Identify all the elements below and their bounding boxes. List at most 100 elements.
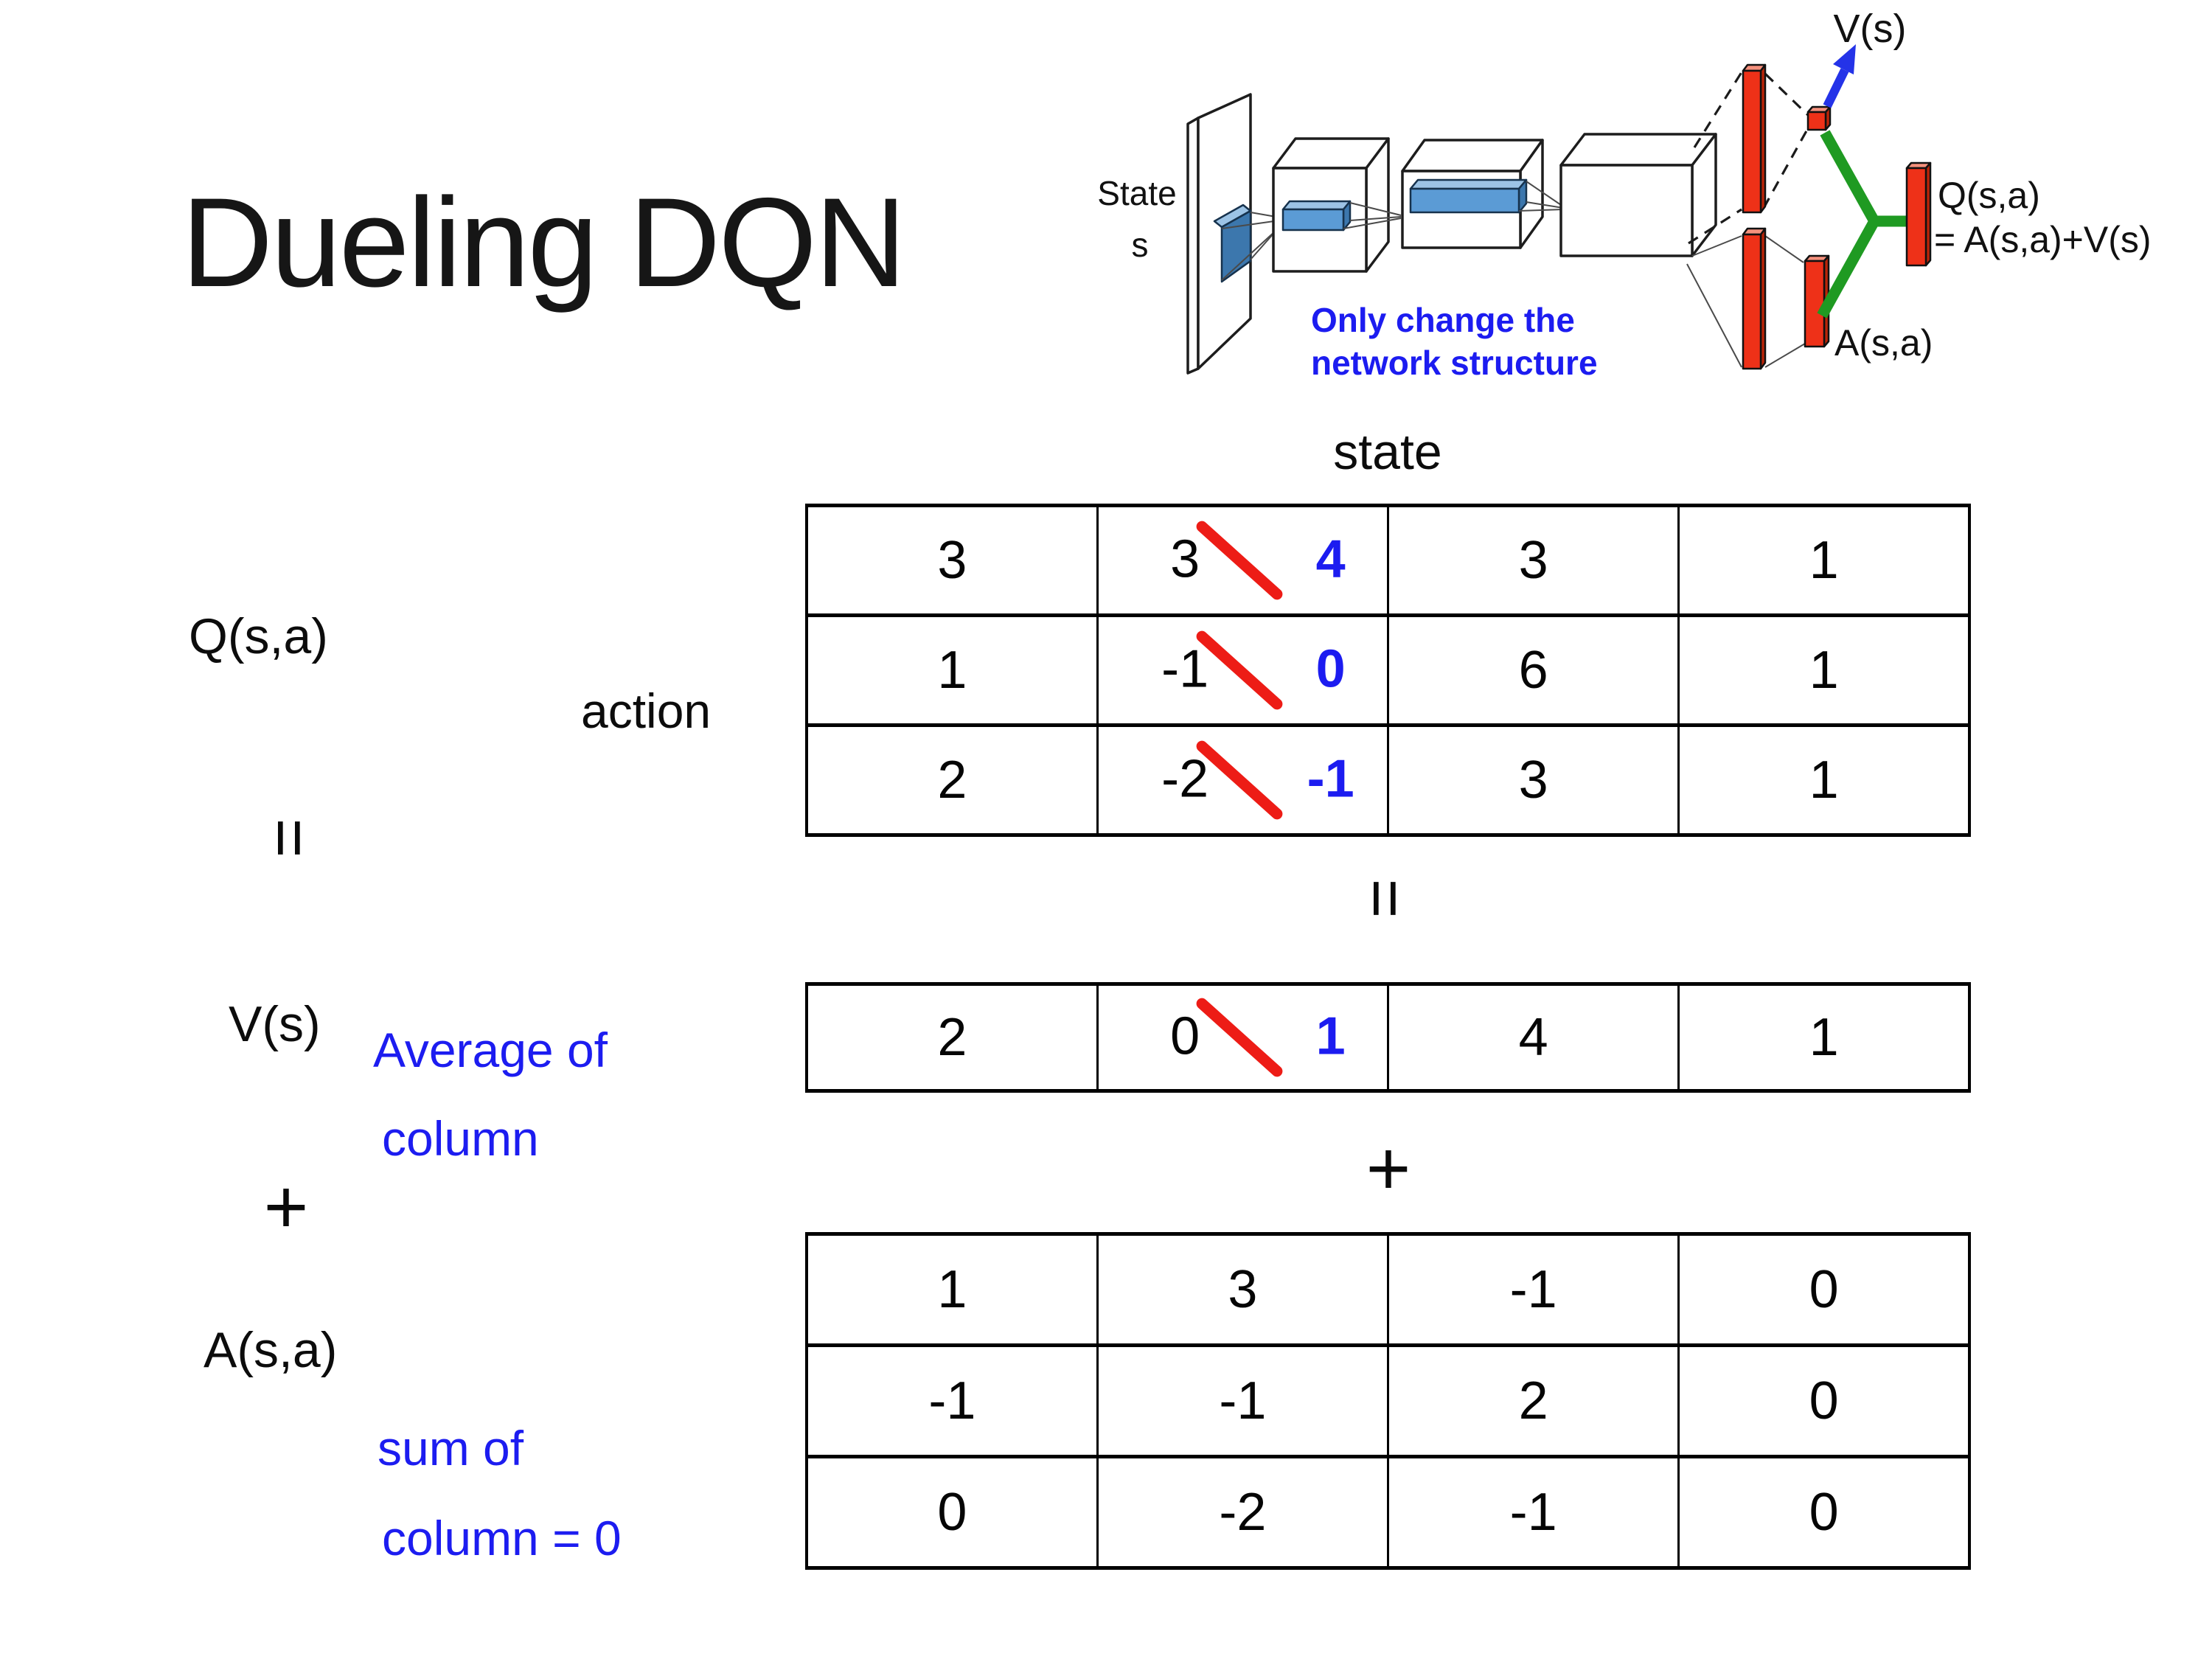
merge-y-connector <box>1817 130 1907 319</box>
crossed-cell: 0 1 <box>1099 986 1387 1089</box>
v-output-label: V(s) <box>1834 7 1907 51</box>
cell-value: 2 <box>937 751 967 810</box>
state-input-label-line2: s <box>1132 226 1149 264</box>
v-cell-c3: 1 <box>1677 982 1971 1093</box>
v-cell-c2: 4 <box>1386 982 1680 1093</box>
input-plane <box>1186 93 1252 375</box>
input-plane-edge <box>1186 116 1200 375</box>
cell-value: 0 <box>937 1483 967 1542</box>
v-arrow-head <box>1833 44 1856 74</box>
connector-line <box>1691 235 1742 257</box>
conv-box-3-front <box>1559 164 1694 257</box>
a-output-label: A(s,a) <box>1834 322 1933 364</box>
crossed-cell: -2 -1 <box>1099 727 1387 833</box>
conv-box-3 <box>1559 133 1717 257</box>
cell-value: 1 <box>937 1260 967 1319</box>
cell-value: 1 <box>1809 531 1839 590</box>
q-cell-r0c1: 3 4 <box>1096 504 1390 617</box>
a-term-label: A(s,a) <box>204 1322 338 1378</box>
a-cell-r1c3: 0 <box>1677 1343 1971 1458</box>
merge-y-upper <box>1820 130 1907 227</box>
cell-value: -1 <box>1509 1483 1557 1542</box>
connector-line <box>1526 181 1564 207</box>
connector-line <box>1343 218 1402 229</box>
q-term-label: Q(s,a) <box>189 608 328 664</box>
equals-symbol-center: = <box>1340 860 1429 936</box>
a-table: 1 3 -1 0 -1 -1 2 0 0 -2 -1 0 <box>805 1232 1971 1570</box>
dashed-connector <box>1762 128 1809 209</box>
v-node <box>1806 105 1832 131</box>
dashed-connector <box>1764 72 1809 116</box>
equals-glyph: = <box>251 818 327 858</box>
crossed-cell: 3 4 <box>1099 507 1387 613</box>
a-cell-r0c1: 3 <box>1096 1232 1390 1347</box>
cell-value: 3 <box>1228 1260 1258 1319</box>
cell-value: 3 <box>1518 751 1548 810</box>
conv-box-3-top <box>1559 133 1717 167</box>
connector-line <box>1349 202 1402 216</box>
v-cell-c0: 2 <box>805 982 1099 1093</box>
table-row: 2 -2 -1 3 1 <box>805 723 1971 837</box>
v-arrow-icon <box>1823 44 1856 108</box>
a-cell-r2c3: 0 <box>1677 1455 1971 1570</box>
table-row: -1 -1 2 0 <box>805 1343 1971 1458</box>
a-cell-r0c3: 0 <box>1677 1232 1971 1347</box>
page-title: Dueling DQN <box>181 172 906 313</box>
sum-note-line1: sum of <box>378 1421 524 1475</box>
action-axis-label: action <box>581 684 712 738</box>
v-node-front <box>1806 111 1827 131</box>
conv-box-2-top <box>1401 139 1544 173</box>
q-cell-r1c3: 1 <box>1677 613 1971 727</box>
v-table: 2 0 1 4 1 <box>805 982 1971 1093</box>
cell-value: 3 <box>937 531 967 590</box>
q-bar-front <box>1905 167 1927 267</box>
v-cell-c1: 0 1 <box>1096 982 1390 1093</box>
q-cell-r1c1: -1 0 <box>1096 613 1390 727</box>
fc-bar-advantage-front <box>1742 233 1762 370</box>
q-output-label-line1: Q(s,a) <box>1938 175 2040 216</box>
a-cell-r0c2: -1 <box>1386 1232 1680 1347</box>
table-row: 2 0 1 4 1 <box>805 982 1971 1093</box>
fc-bar-value-front <box>1742 69 1762 214</box>
cell-value: 1 <box>937 641 967 700</box>
new-value: 0 <box>1315 639 1346 699</box>
connector-line <box>1349 216 1402 221</box>
cell-value: -1 <box>1219 1371 1267 1430</box>
connector-line <box>1686 263 1742 368</box>
q-cell-r2c3: 1 <box>1677 723 1971 837</box>
q-cell-r1c0: 1 <box>805 613 1099 727</box>
fc-bar-advantage <box>1742 227 1767 370</box>
diagram-note-line1: Only change the <box>1311 301 1575 339</box>
plus-symbol-left: + <box>253 1164 319 1250</box>
q-bar <box>1905 161 1932 267</box>
q-cell-r0c3: 1 <box>1677 504 1971 617</box>
dashed-connector <box>1693 72 1743 148</box>
conv-filter-patch <box>1213 204 1252 283</box>
conv-box-1 <box>1272 137 1390 273</box>
new-value: 4 <box>1315 529 1346 589</box>
fc-bar-value <box>1742 63 1767 214</box>
conv-filter-patch-front <box>1220 209 1252 283</box>
diagram-note-line2: network structure <box>1311 344 1598 382</box>
q-cell-r2c2: 3 <box>1386 723 1680 837</box>
a-cell-r2c2: -1 <box>1386 1455 1680 1570</box>
connector-line <box>1764 343 1806 368</box>
new-value: 1 <box>1315 1006 1346 1066</box>
v-arrow-shaft <box>1823 68 1849 108</box>
table-row: 1 -1 0 6 1 <box>805 613 1971 727</box>
a-cell-r1c1: -1 <box>1096 1343 1390 1458</box>
old-value: -1 <box>1161 639 1209 699</box>
plus-symbol-center: + <box>1355 1126 1422 1211</box>
old-value: 0 <box>1170 1006 1200 1066</box>
equals-symbol-left: = <box>245 799 333 876</box>
cell-value: 1 <box>1809 751 1839 810</box>
q-cell-r1c2: 6 <box>1386 613 1680 727</box>
state-axis-label: state <box>1333 424 1442 480</box>
cell-value: 2 <box>937 1008 967 1067</box>
cell-value: -1 <box>928 1371 976 1430</box>
v-term-label: V(s) <box>229 996 321 1052</box>
cell-value: 0 <box>1809 1371 1839 1430</box>
cell-value: 1 <box>1809 1008 1839 1067</box>
old-value: -2 <box>1161 749 1209 809</box>
feature-bar-1-front <box>1281 208 1345 232</box>
